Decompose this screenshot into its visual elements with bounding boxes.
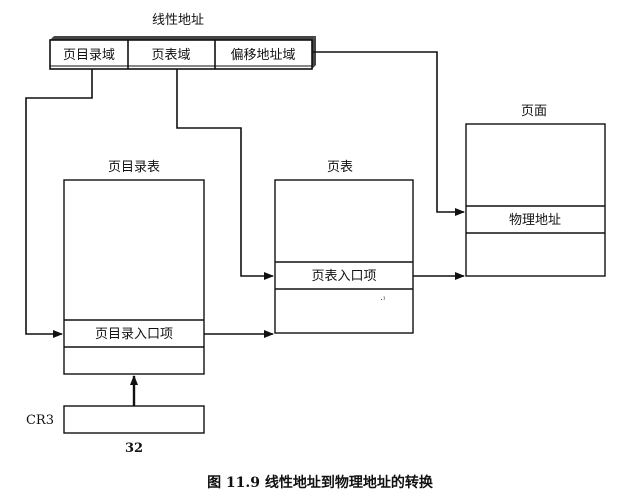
- page-directory-title: 页目录表: [108, 160, 160, 175]
- cr3-label: CR3: [26, 413, 54, 428]
- page-table-mark: ·¹: [380, 296, 385, 304]
- arrow-directory-field-to-entry: [25, 69, 93, 338]
- page-table: 页表 页表入口项 ·¹: [274, 160, 414, 334]
- cr3-width-label: 32: [125, 441, 143, 456]
- field-directory-label: 页目录域: [63, 48, 115, 63]
- physical-address-label: 物理地址: [509, 213, 561, 228]
- page-directory-box: [63, 179, 205, 375]
- arrow-table-field-to-entry: [176, 69, 274, 280]
- arrows: [25, 51, 465, 406]
- linear-address-bar: 页目录域 页表域 偏移地址域: [49, 36, 316, 70]
- page-table-box: [274, 179, 414, 334]
- page-title: 页面: [521, 104, 547, 119]
- page-frame: 页面 物理地址: [465, 104, 606, 277]
- cr3-box: [63, 405, 205, 434]
- bar-top-shade: [50, 36, 316, 40]
- page-directory-table: 页目录表 页目录入口项: [63, 160, 205, 375]
- page-box: [465, 123, 606, 277]
- page-table-title: 页表: [327, 160, 353, 175]
- linear-address-title: 线性地址: [152, 13, 204, 28]
- bar-frame: [49, 39, 313, 70]
- page-table-entry-label: 页表入口项: [311, 269, 376, 284]
- field-offset-label: 偏移地址域: [230, 48, 295, 63]
- figure-caption: 图 11.9 线性地址到物理地址的转换: [207, 474, 434, 491]
- field-table-label: 页表域: [151, 48, 190, 63]
- arrow-offset-field-to-address: [312, 51, 465, 216]
- page-directory-entry-label: 页目录入口项: [95, 327, 173, 342]
- cr3-register: CR3 32: [26, 405, 205, 456]
